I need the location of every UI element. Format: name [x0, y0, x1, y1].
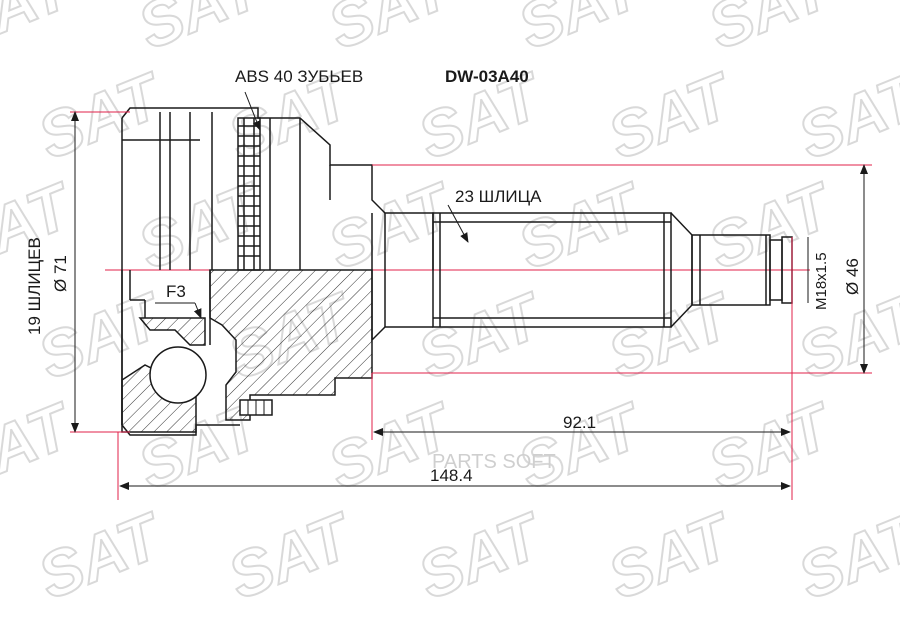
- sat-logo-watermark: SAT: [318, 168, 464, 283]
- outer-diameter-label: Ø 46: [843, 258, 862, 295]
- drive-shaft: [371, 212, 793, 342]
- sat-logo-watermark: SAT: [0, 0, 84, 63]
- leader-lines: [155, 91, 469, 319]
- dimension-lines: [70, 111, 872, 500]
- hub-splines-label: 19 ШЛИЦЕВ: [25, 237, 44, 335]
- sat-logo-watermark: SAT: [218, 498, 364, 613]
- sat-logo-watermark: SAT: [888, 388, 900, 503]
- sat-logo-watermark: SAT: [128, 0, 274, 63]
- sat-logo-watermark: SAT: [888, 0, 900, 63]
- sat-logo-watermark: SAT: [598, 58, 744, 173]
- sat-logo-watermark: SAT: [508, 0, 654, 63]
- sat-logo-watermark: SAT: [598, 498, 744, 613]
- sat-logo-watermark: SAT: [318, 0, 464, 63]
- shaft-length-value: 92.1: [563, 413, 596, 432]
- sat-logo-watermark: SAT: [28, 58, 174, 173]
- housing-diameter-label: Ø 71: [51, 255, 70, 292]
- parts-soft-watermark: PARTS SOFT: [432, 451, 556, 473]
- sat-logo-watermark: SAT: [508, 168, 654, 283]
- sat-logo-watermark: SAT: [408, 278, 554, 393]
- thread-label: M18x1.5: [813, 252, 830, 310]
- sat-logo-watermark: SAT: [788, 498, 900, 613]
- sat-logo-watermark: SAT: [0, 388, 84, 503]
- shaft-splines-label: 23 ШЛИЦА: [455, 187, 542, 206]
- section-view: [121, 269, 373, 433]
- part-number-title: DW-03A40: [445, 67, 529, 86]
- sat-logo-watermark: SAT: [888, 168, 900, 283]
- sat-logo-watermark: SAT: [698, 0, 844, 63]
- f3-label: F3: [166, 282, 186, 301]
- sat-logo-watermark: SAT: [788, 58, 900, 173]
- abs-label: ABS 40 ЗУБЬЕВ: [235, 67, 363, 86]
- total-length-value: 148.4: [430, 466, 473, 485]
- sat-logo-watermark: SAT: [408, 498, 554, 613]
- sat-logo-watermark: SAT: [28, 498, 174, 613]
